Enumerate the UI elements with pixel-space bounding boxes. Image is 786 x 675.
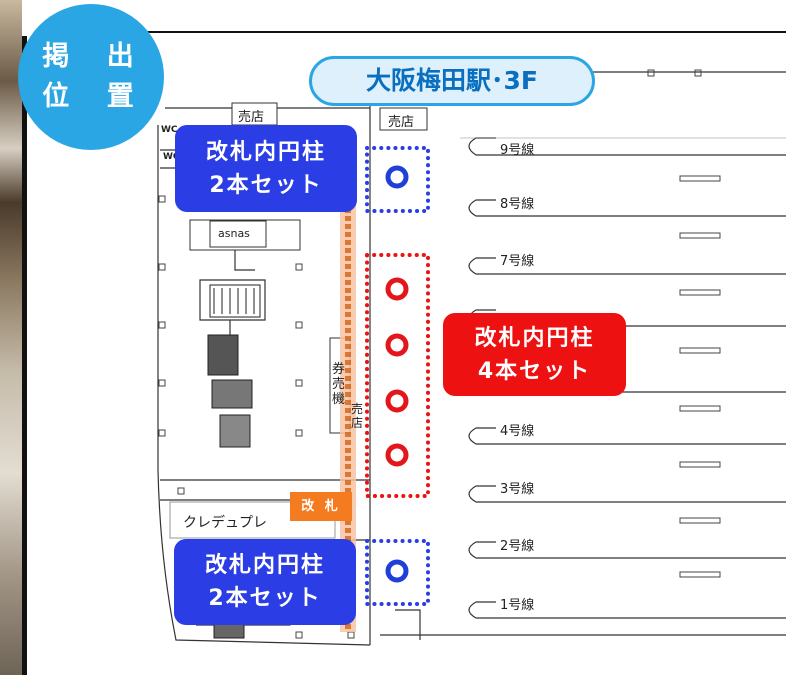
map-label-shop-top-right: 売店	[388, 115, 415, 130]
track-label-9: 9号線	[500, 143, 535, 158]
callout-bottom-blue: 改札内円柱 2本セット	[174, 539, 356, 625]
pillar-red-1	[385, 277, 409, 301]
map-label-wc-2: WC	[163, 152, 180, 162]
map-label-asnas: asnas	[218, 227, 250, 240]
callout-red-line-2: 4本セット	[477, 358, 592, 384]
track-label-3: 3号線	[500, 482, 535, 497]
callout-top-blue-line-1: 改札内円柱	[205, 139, 326, 165]
map-label-shop-top-left: 売店	[238, 110, 265, 125]
callout-top-blue: 改札内円柱 2本セット	[175, 125, 357, 212]
pillar-red-3	[385, 389, 409, 413]
pillar-frames	[365, 146, 430, 606]
callout-bottom-blue-line-2: 2本セット	[208, 586, 322, 611]
staircases	[207, 284, 261, 639]
map-label-ticket-machines: 券売機	[332, 362, 346, 407]
map-label-credit: クレデュプレ	[183, 515, 267, 531]
ticket-gate-label: 改 札	[290, 492, 352, 521]
pillar-blue-1	[385, 165, 409, 189]
pillar-red-4	[385, 443, 409, 467]
track-label-7: 7号線	[500, 254, 535, 269]
track-label-8: 8号線	[500, 197, 535, 212]
map-label-wc-1: WC	[161, 125, 178, 135]
map-frame-top	[140, 31, 786, 33]
station-title: 大阪梅田駅･3F	[309, 56, 595, 106]
track-label-2: 2号線	[500, 539, 535, 554]
track-label-4: 4号線	[500, 424, 535, 439]
callout-red-line-1: 改札内円柱	[474, 325, 595, 351]
background-photo-strip	[0, 0, 22, 675]
track-label-1: 1号線	[500, 598, 535, 613]
callout-bottom-blue-line-1: 改札内円柱	[204, 553, 325, 578]
badge-line-1: 掲 出	[42, 41, 148, 72]
pillar-blue-2	[385, 559, 409, 583]
track-switches	[679, 175, 721, 578]
map-frame-left	[22, 36, 27, 675]
callout-red: 改札内円柱 4本セット	[443, 313, 626, 396]
callout-top-blue-line-2: 2本セット	[209, 172, 323, 198]
pillar-red-2	[385, 333, 409, 357]
pillars	[385, 165, 409, 583]
badge-line-2: 位 置	[42, 81, 148, 112]
column-markers	[158, 69, 702, 639]
map-label-shop-mid: 売店	[351, 402, 364, 430]
placement-badge: 掲 出 位 置	[18, 4, 164, 150]
